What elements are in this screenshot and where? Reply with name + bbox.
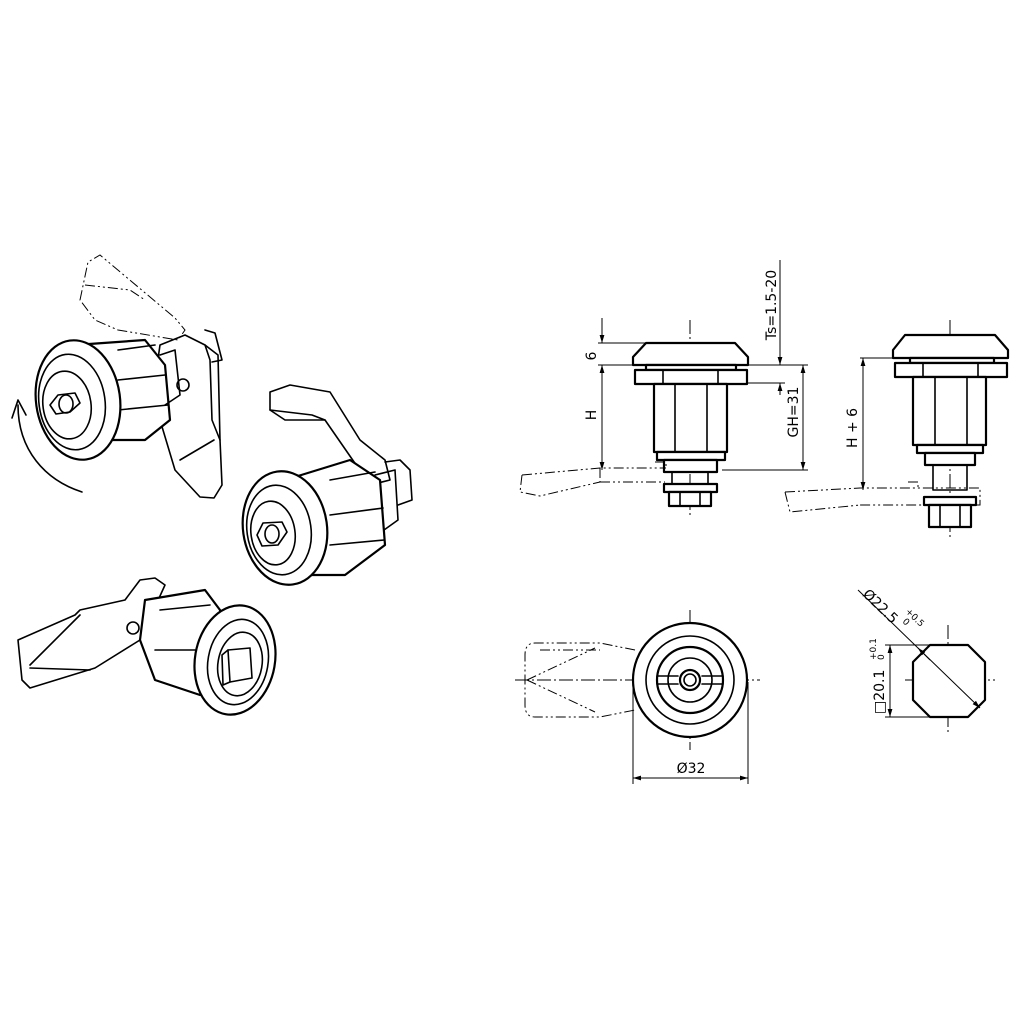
dim-cutout-diameter-tol-lower: 0 (900, 617, 911, 628)
isometric-latch-slot (241, 384, 413, 586)
isometric-latch-rotating (11, 254, 223, 499)
dim-height: H (584, 410, 600, 421)
dim-head-height: 6 (584, 351, 600, 360)
isometric-latch-square (17, 577, 277, 716)
side-view-standard: 6 H Ts=1.5-20 GH=31 (519, 260, 808, 515)
dim-height-plus-6: H + 6 (845, 408, 861, 448)
dim-cutout-square: □20.1 (872, 670, 888, 714)
dim-cutout-square-tol-lower: 0 (877, 654, 887, 660)
dim-cutout-diameter: Ø22.5 (859, 586, 900, 627)
dim-outer-diameter: Ø32 (677, 761, 706, 777)
dim-cutout-square-tol-upper: +0.1 (869, 638, 879, 660)
side-view-raised: H + 6 (784, 320, 1010, 540)
front-view: Ø32 (515, 610, 760, 784)
panel-cutout-view: Ø22.5 +0.5 0 □20.1 +0.1 0 (857, 586, 995, 735)
dim-panel-thickness: Ts=1.5-20 (764, 270, 780, 341)
dim-grip-height: GH=31 (786, 387, 802, 438)
